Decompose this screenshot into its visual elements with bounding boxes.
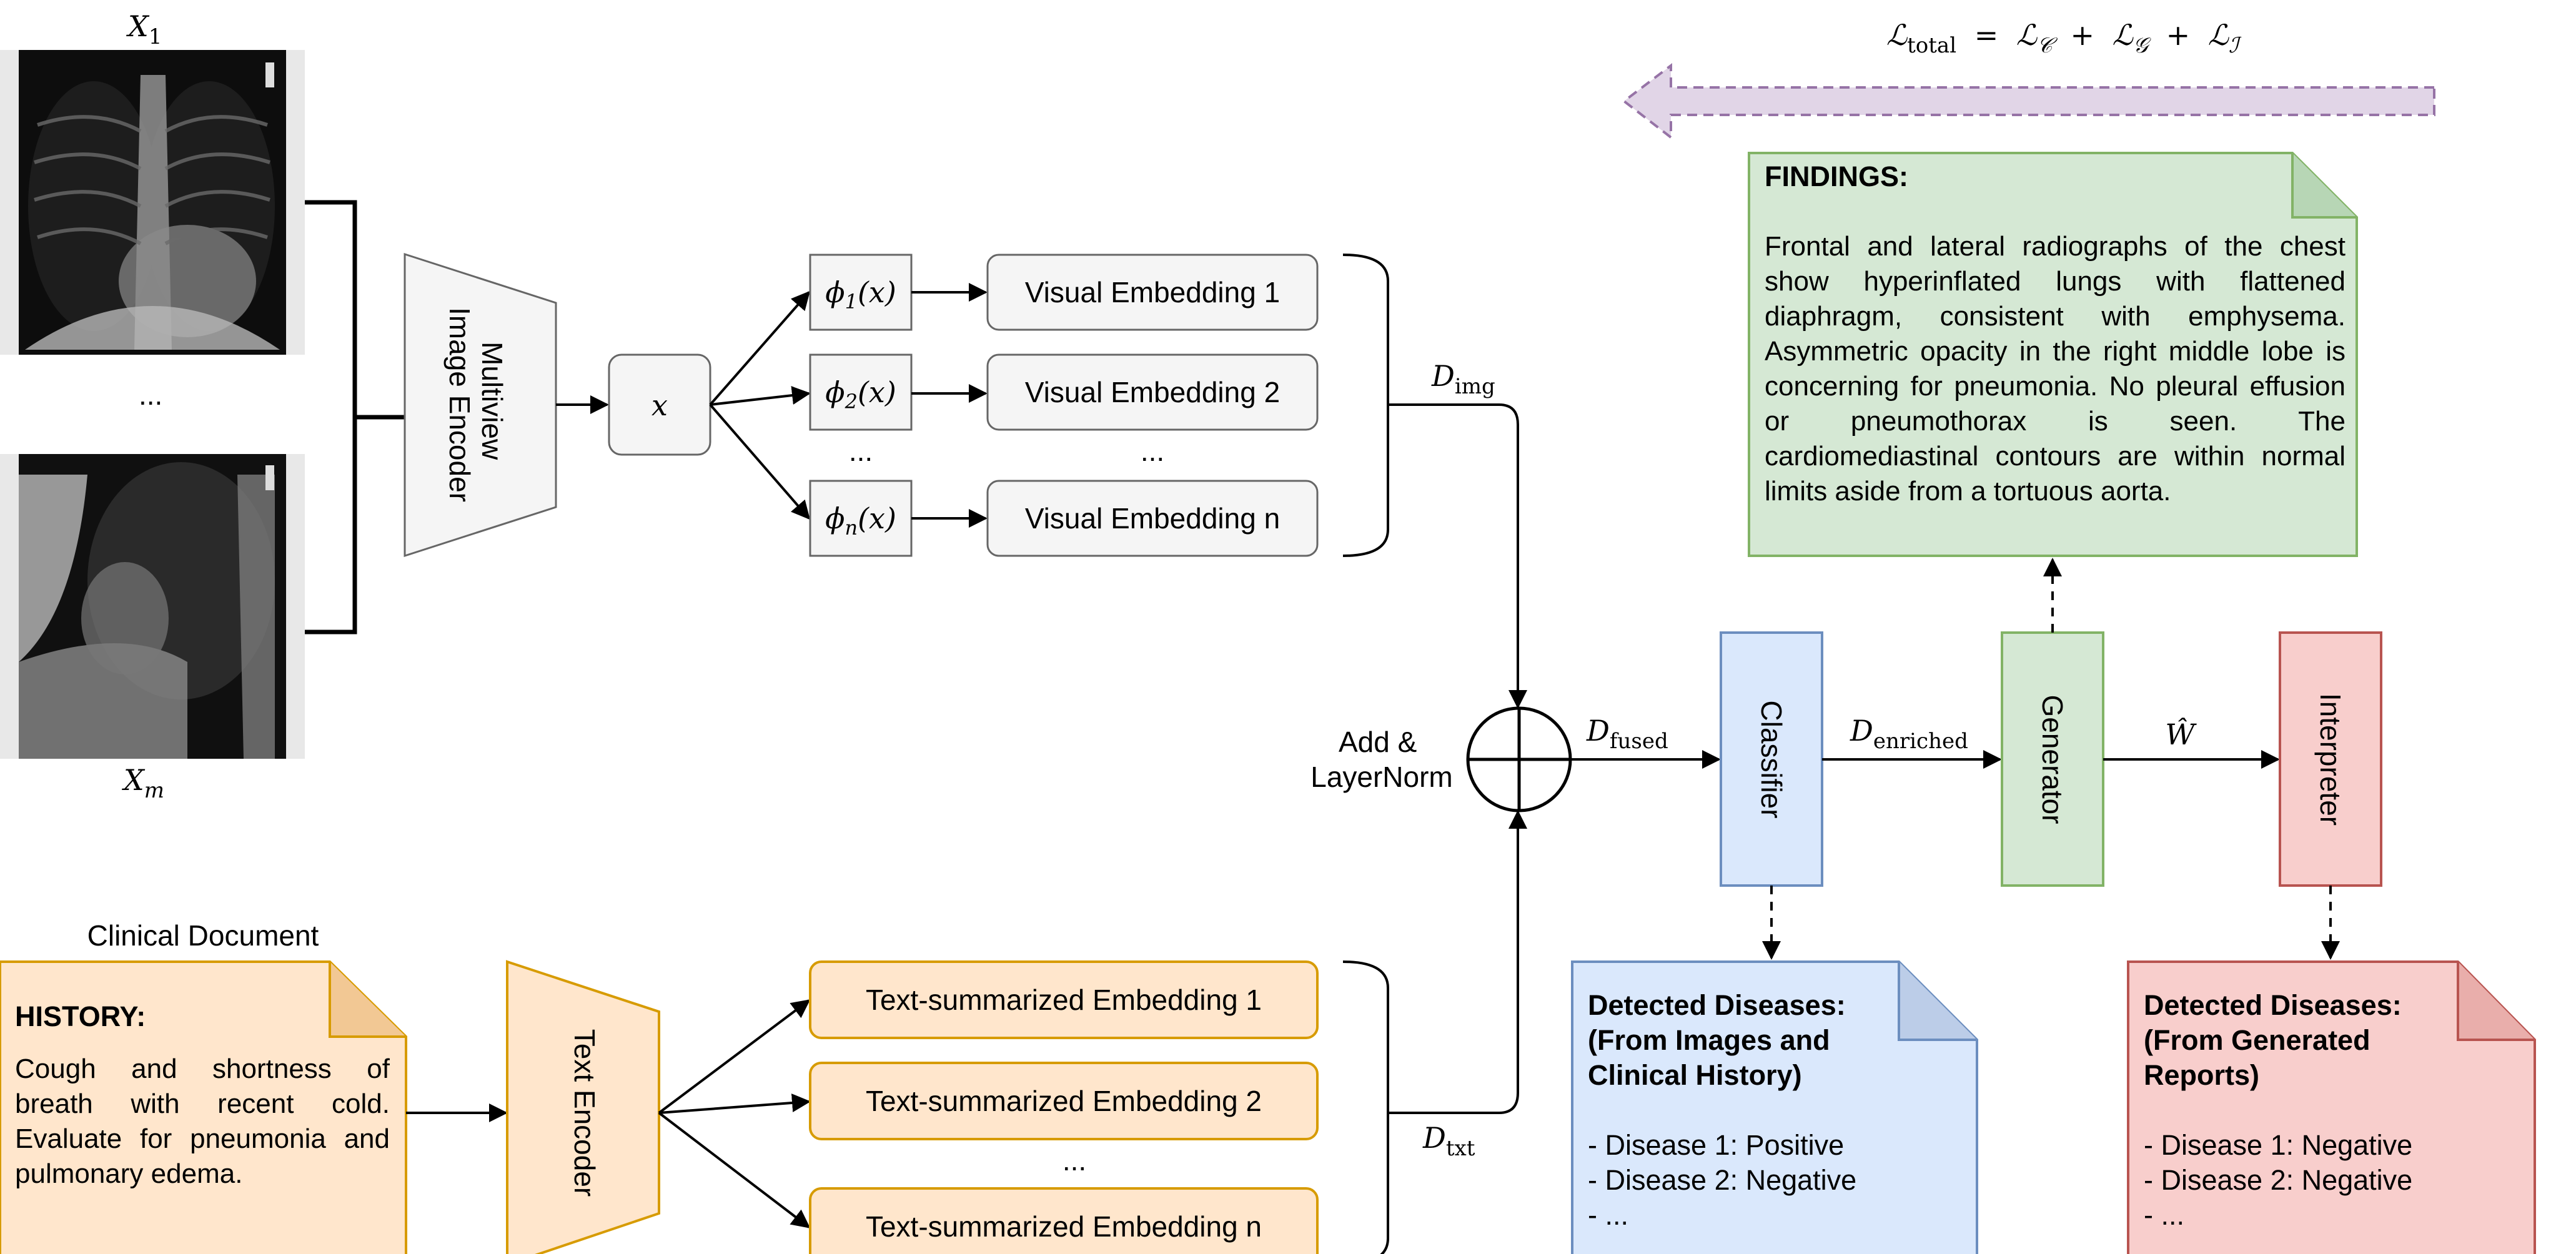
text-embedding-brace bbox=[1342, 960, 1389, 1254]
arrow-textenc-to-embn bbox=[658, 1112, 811, 1228]
detected-reports-item: - Disease 2: Negative bbox=[2144, 1164, 2413, 1196]
detected-images-item: - ... bbox=[1588, 1199, 1628, 1231]
svg-text:Visual Embedding n: Visual Embedding n bbox=[1025, 502, 1280, 535]
detected-reports-heading-2: (From Generated bbox=[2144, 1024, 2370, 1056]
svg-text:ϕ2(x): ϕ2(x) bbox=[825, 375, 896, 413]
svg-text:Text-summarized Embedding n: Text-summarized Embedding n bbox=[866, 1210, 1262, 1243]
phi2-box: ϕ2(x) bbox=[809, 353, 913, 431]
svg-text:Visual Embedding 2: Visual Embedding 2 bbox=[1025, 376, 1280, 408]
xm-label: Xm bbox=[122, 763, 164, 803]
clinical-document-note: HISTORY: Cough and shortness of breath w… bbox=[0, 960, 407, 1254]
add-layernorm-node bbox=[1466, 706, 1572, 812]
arrow-dimg-to-add bbox=[1388, 403, 1527, 709]
xray-frontal-image bbox=[0, 50, 305, 355]
text-embedding-1: Text-summarized Embedding 1 bbox=[809, 960, 1319, 1039]
clinical-body: Cough and shortness of breath with recen… bbox=[15, 1054, 390, 1189]
generator-box: Generator bbox=[2001, 631, 2104, 887]
multiview-image-encoder: Multiview Image Encoder bbox=[404, 252, 557, 558]
loss-backward-arrow bbox=[1622, 62, 2435, 141]
phi1-box: ϕ1(x) bbox=[809, 254, 913, 331]
svg-text:Text Encoder: Text Encoder bbox=[568, 1029, 601, 1197]
detected-images-heading-2: (From Images and bbox=[1588, 1024, 1830, 1056]
d-txt-label: Dtxt bbox=[1422, 1121, 1475, 1161]
x1-label: X1 bbox=[126, 9, 162, 49]
svg-text:Visual Embedding 1: Visual Embedding 1 bbox=[1025, 276, 1280, 309]
text-embedding-2: Text-summarized Embedding 2 bbox=[809, 1062, 1319, 1140]
loss-equation: ℒtotal = ℒ𝒞 + ℒ𝒢 + ℒℐ bbox=[1886, 18, 2242, 59]
text-encoder: Text Encoder bbox=[506, 960, 660, 1254]
d-fused-label: Dfused bbox=[1586, 714, 1668, 754]
visual-embedding-1: Visual Embedding 1 bbox=[986, 254, 1319, 331]
d-enriched-label: Denriched bbox=[1850, 714, 1968, 754]
clinical-document-title: Clinical Document bbox=[87, 919, 319, 952]
visual-embedding-2: Visual Embedding 2 bbox=[986, 353, 1319, 431]
detected-reports-heading-3: Reports) bbox=[2144, 1059, 2260, 1091]
svg-text:Multiview Image Encoder: Multiview Image Encoder bbox=[443, 307, 508, 502]
findings-body: Frontal and lateral radiographs of the c… bbox=[1765, 231, 2346, 506]
findings-heading: FINDINGS: bbox=[1765, 160, 1908, 192]
add-layernorm-label: Add & LayerNorm bbox=[1310, 726, 1453, 793]
detected-reports-item: - ... bbox=[2144, 1199, 2184, 1231]
svg-text:Text-summarized Embedding 2: Text-summarized Embedding 2 bbox=[866, 1085, 1262, 1117]
detected-images-heading-3: Clinical History) bbox=[1588, 1059, 1802, 1091]
phi-ellipsis: ... bbox=[849, 435, 873, 467]
detected-reports-heading-1: Detected Diseases: bbox=[2144, 989, 2402, 1021]
detected-images-heading-1: Detected Diseases: bbox=[1588, 989, 1846, 1021]
detected-diseases-images-note: Detected Diseases: (From Images and Clin… bbox=[1571, 960, 1978, 1254]
latent-x-box: x bbox=[608, 353, 711, 456]
arrow-x-to-phin bbox=[709, 403, 810, 520]
svg-text:Generator: Generator bbox=[2036, 694, 2069, 824]
image-merge-bracket bbox=[305, 200, 405, 634]
classifier-box: Classifier bbox=[1720, 631, 1823, 887]
detected-images-item: - Disease 1: Positive bbox=[1588, 1129, 1845, 1161]
visual-embedding-brace bbox=[1342, 254, 1389, 557]
arrow-dtxt-to-add bbox=[1388, 810, 1527, 1114]
svg-text:ϕ1(x): ϕ1(x) bbox=[825, 275, 896, 314]
svg-text:x: x bbox=[651, 388, 668, 422]
text-embedding-n: Text-summarized Embedding n bbox=[809, 1187, 1319, 1254]
w-hat-label: Ŵ bbox=[2165, 717, 2197, 751]
visual-ellipsis: ... bbox=[1141, 435, 1164, 467]
xray-lateral-image bbox=[0, 454, 305, 759]
arrow-textenc-to-emb1 bbox=[658, 999, 811, 1114]
visual-embedding-n: Visual Embedding n bbox=[986, 480, 1319, 557]
d-img-label: Dimg bbox=[1431, 359, 1495, 399]
detected-reports-item: - Disease 1: Negative bbox=[2144, 1129, 2413, 1161]
phin-box: ϕn(x) bbox=[809, 480, 913, 557]
svg-text:ϕn(x): ϕn(x) bbox=[825, 501, 896, 540]
arrow-textenc-to-emb2 bbox=[658, 1094, 811, 1114]
svg-text:Classifier: Classifier bbox=[1755, 700, 1788, 818]
clinical-heading: HISTORY: bbox=[15, 1000, 146, 1032]
detected-diseases-reports-note: Detected Diseases: (From Generated Repor… bbox=[2127, 960, 2536, 1254]
interpreter-box: Interpreter bbox=[2279, 631, 2382, 887]
text-ellipsis: ... bbox=[1063, 1144, 1086, 1177]
input-ellipsis: ... bbox=[139, 378, 162, 411]
arrow-x-to-phi1 bbox=[709, 290, 810, 406]
svg-text:Interpreter: Interpreter bbox=[2314, 693, 2347, 826]
detected-images-item: - Disease 2: Negative bbox=[1588, 1164, 1857, 1196]
svg-text:Text-summarized Embedding 1: Text-summarized Embedding 1 bbox=[866, 984, 1262, 1016]
arrow-x-to-phi2 bbox=[710, 386, 811, 406]
findings-note: FINDINGS: Frontal and lateral radiograph… bbox=[1748, 152, 2358, 557]
